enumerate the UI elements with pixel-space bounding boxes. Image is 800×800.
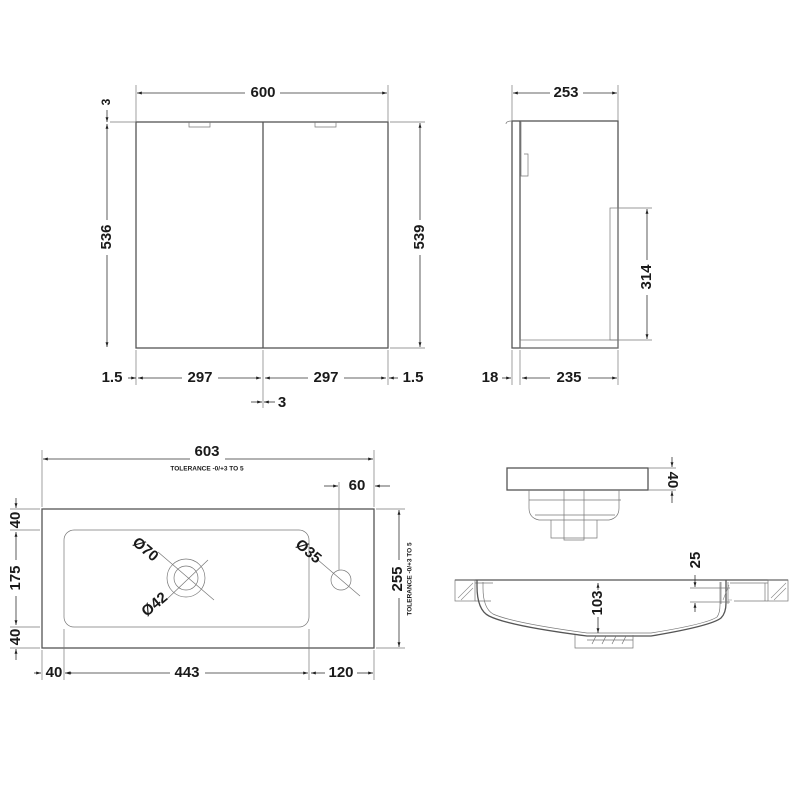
basin-side-view: 40 [506, 457, 681, 541]
bowl-outline [63, 529, 310, 628]
cabinet-side-view: 253 314 18 235 [482, 84, 655, 386]
width-tolerance: TOLERANCE -0/+3 TO 5 [170, 466, 244, 473]
dim-rim-depth: 25 [687, 552, 704, 569]
dim-door-left: 297 [187, 369, 212, 386]
dim-top-gap: 3 [99, 98, 113, 105]
dim-depth: 253 [553, 84, 578, 101]
dim-width: 600 [250, 84, 275, 101]
dim-basin-depth: 255 [389, 566, 406, 591]
dim-left-margin: 40 [46, 664, 63, 681]
dim-left-height: 536 [98, 224, 115, 249]
dim-door-gap: 3 [278, 394, 286, 411]
dim-tap-offset: 60 [349, 477, 366, 494]
bowl-profile-inner [482, 582, 729, 634]
depth-tolerance: TOLERANCE -0/+3 TO 5 [407, 542, 414, 616]
basin-plan-view: Ø70 Ø42 Ø35 603 TOLERANCE -0/+3 TO 5 60 … [7, 443, 414, 681]
door-handles [188, 122, 337, 128]
dim-bottom-margin: 40 [7, 629, 24, 646]
dim-back-panel: 314 [638, 264, 655, 290]
dim-right-edge: 1.5 [403, 369, 424, 386]
dim-bowl-width: 443 [174, 664, 199, 681]
dim-section-depth: 103 [589, 590, 606, 615]
dim-top-margin: 40 [7, 512, 24, 529]
basin-section-view: 103 25 [454, 552, 789, 649]
dim-basin-width: 603 [194, 443, 219, 460]
waste-outlet [574, 635, 634, 649]
tap-hole [330, 569, 352, 591]
dim-right-height: 539 [411, 224, 428, 249]
dim-front-thickness: 18 [482, 369, 499, 386]
basin-outline [41, 508, 375, 649]
basin-underside [528, 490, 621, 541]
dim-right-deck: 120 [328, 664, 353, 681]
dim-waste-inner: Ø42 [138, 589, 171, 620]
cabinet-front-view: 600 3 536 539 1.5 297 297 1.5 3 [98, 84, 428, 411]
cabinet-outline [135, 121, 389, 349]
dim-tap-hole: Ø35 [292, 536, 325, 567]
dim-door-right: 297 [313, 369, 338, 386]
waste-outer [166, 558, 206, 598]
dim-left-edge: 1.5 [102, 369, 123, 386]
dim-basin-thickness: 40 [664, 472, 681, 489]
dim-waste-outer: Ø70 [129, 534, 162, 565]
waste-inner [173, 565, 199, 591]
dim-bowl-depth: 175 [7, 565, 24, 590]
bowl-profile-outer [476, 580, 727, 637]
side-handle [505, 120, 529, 177]
dim-carcass-depth: 235 [556, 369, 581, 386]
